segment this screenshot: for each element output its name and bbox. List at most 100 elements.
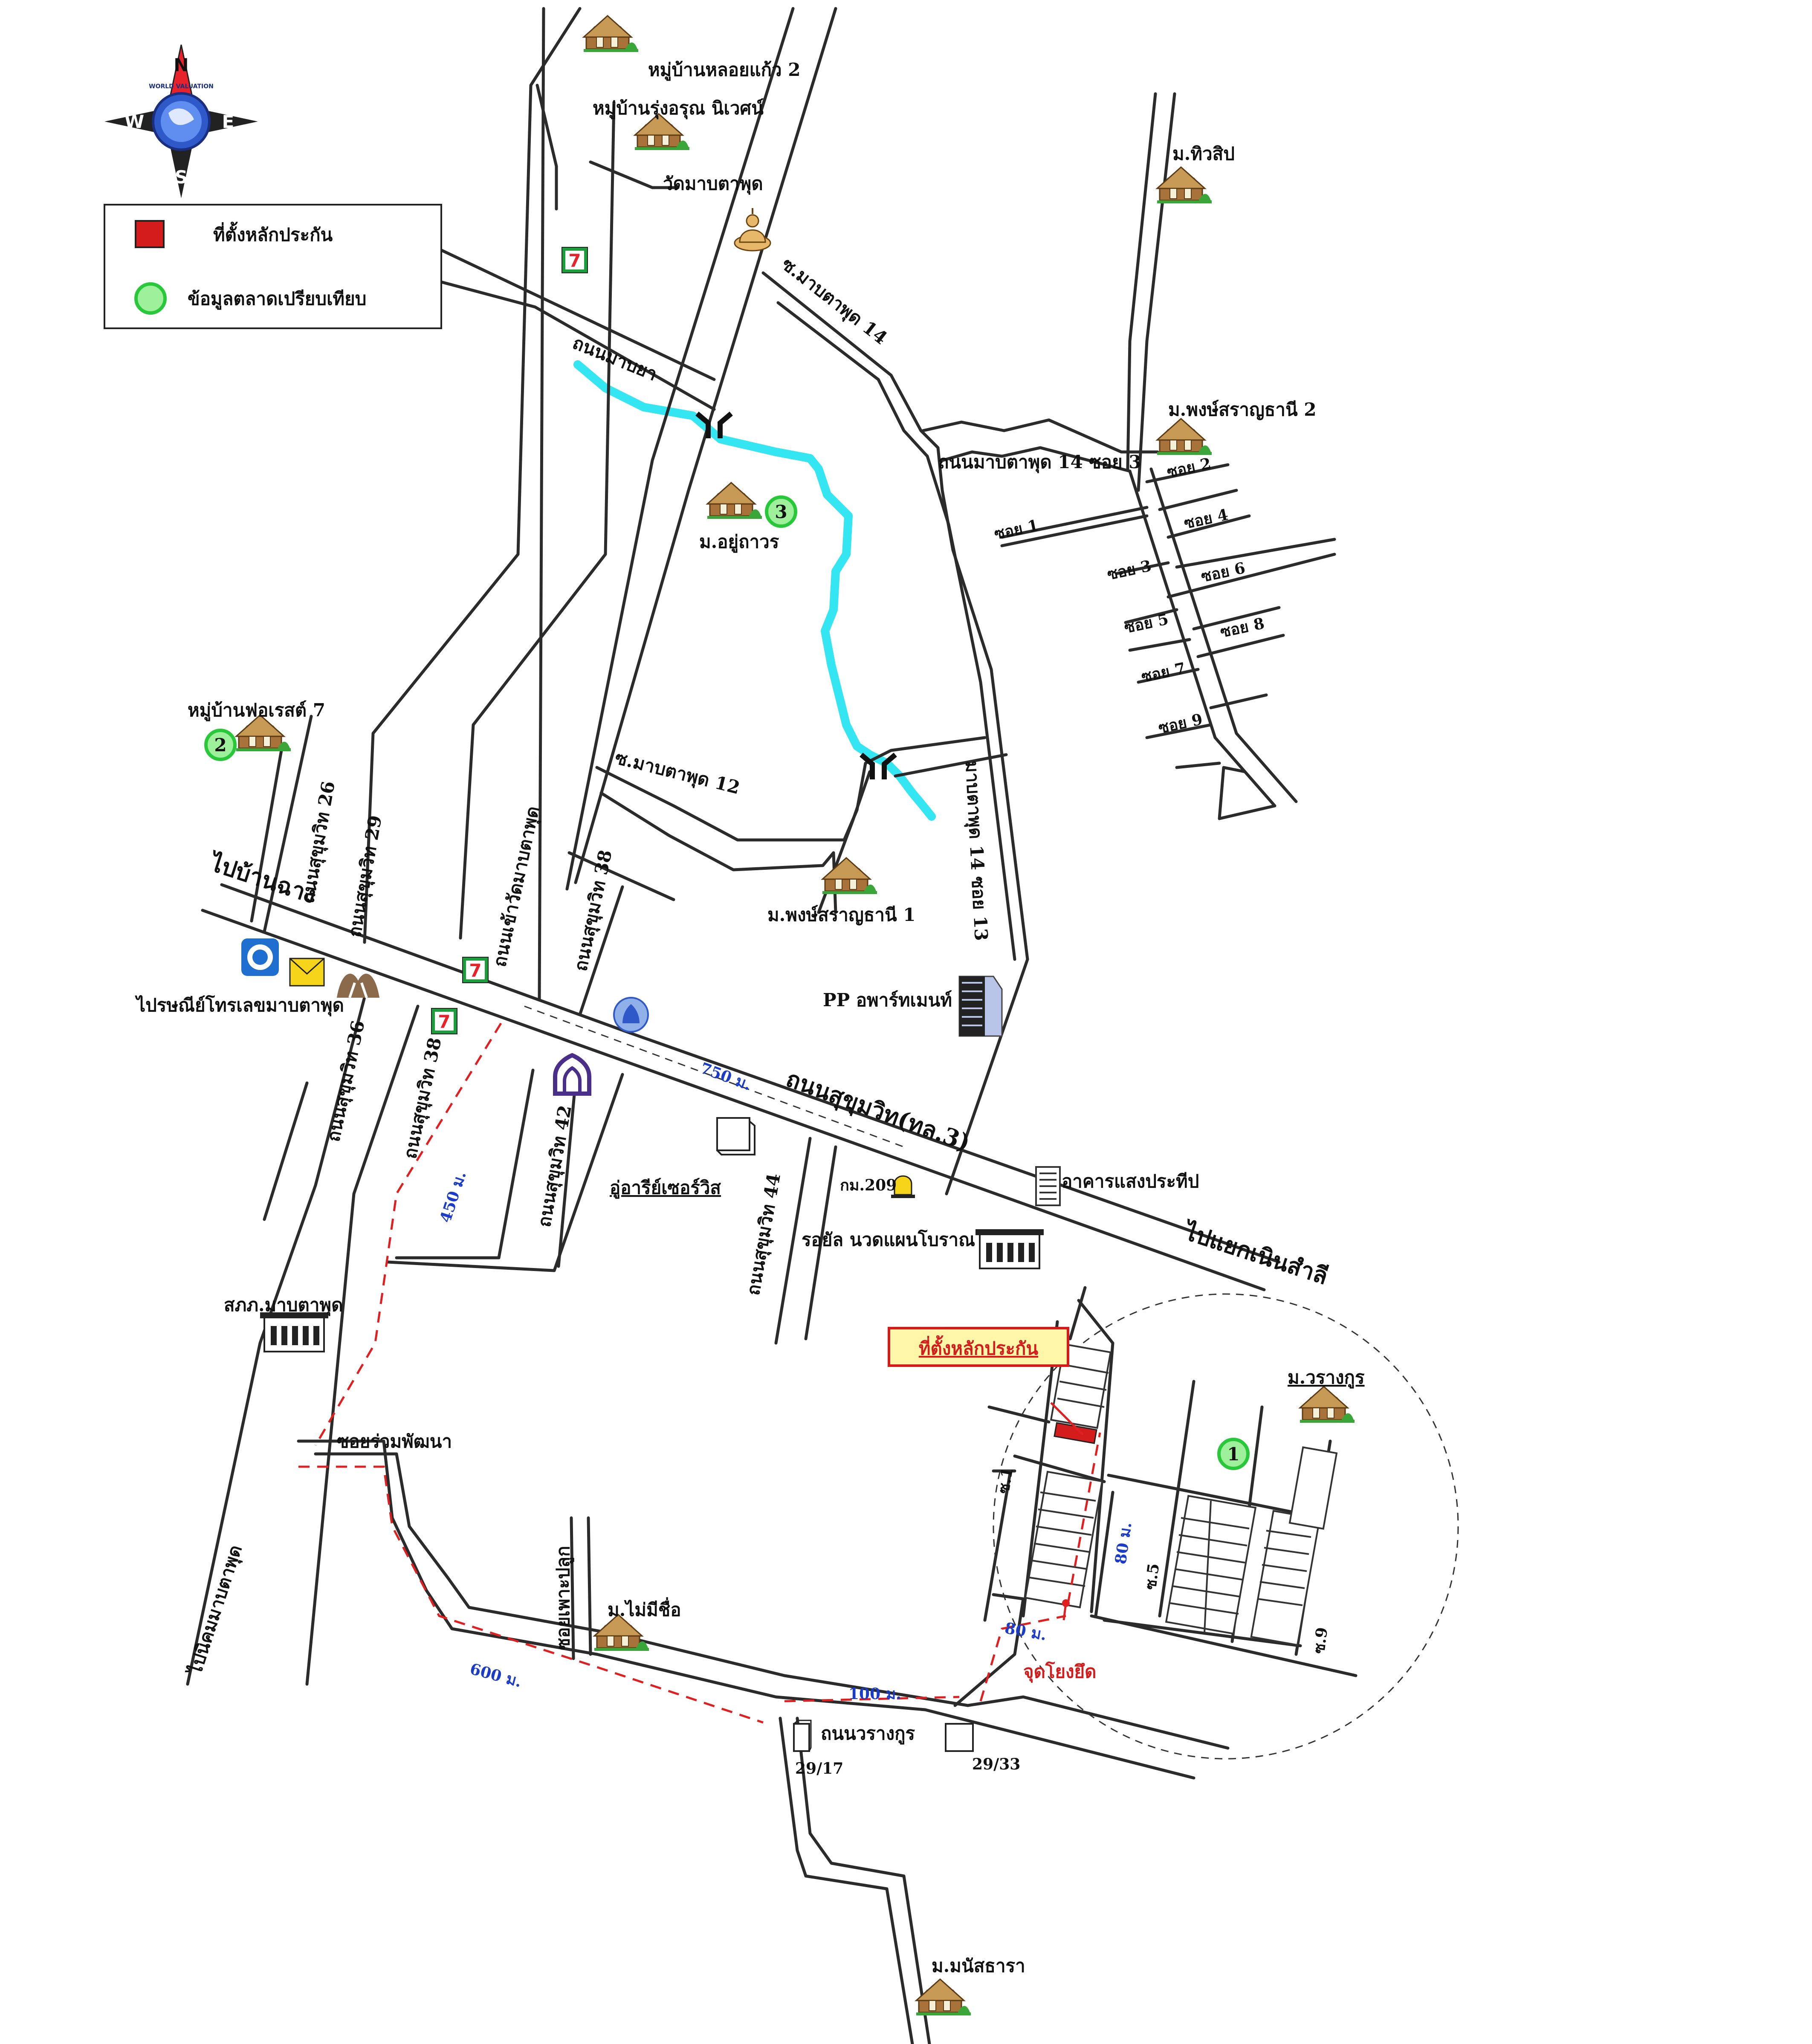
house-icon [706, 482, 763, 520]
label-temple: วัดมาบตาพุด [663, 173, 763, 195]
label-road: ซ.มาบตาพุด 12 [613, 747, 742, 799]
label-village: ม.ไม่มีชื่อ [608, 1597, 681, 1620]
label-road: ถนนมาบยา [570, 332, 660, 385]
svg-text:ที่ตั้งหลักประกัน: ที่ตั้งหลักประกัน [919, 1335, 1039, 1359]
legend-market-label: ข้อมูลตลาดเปรียบเทียบ [188, 288, 366, 310]
house-icon [1299, 1386, 1355, 1424]
label-road: ถนนสุขุมวิท 36 [323, 1019, 370, 1144]
label-distance: 80 ม. [1112, 1521, 1135, 1565]
label-road: ไปแยกเนินสำลี [1179, 1217, 1332, 1290]
label-apartment: PP อพาร์ทเมนท์ [823, 990, 952, 1010]
apartment-icon [958, 976, 1003, 1037]
house-icon [1156, 418, 1213, 456]
house-icon [583, 15, 639, 53]
seven-eleven-icon [562, 247, 588, 273]
telecom-logo-icon [337, 973, 379, 998]
label-soi: ซอย 3 [1106, 557, 1153, 584]
compass-n: N [174, 55, 188, 75]
label-village: หมู่บ้านรุ่งอรุณ นิเวศน์ [593, 98, 764, 119]
label-road: ถนนสุขุมวิท 44 [743, 1172, 785, 1297]
map-labels: หมู่บ้านหลอยแก้ว 2 หมู่บ้านรุ่งอรุณ นิเว… [135, 59, 1365, 1976]
label-km: กม.209 [840, 1176, 897, 1194]
label-road: ถนนสุขุมวิท 38 [570, 848, 617, 973]
label-distance: 450 ม. [437, 1169, 470, 1225]
label-road: ถนนมาบตาพุด 14 ซอย 3 [938, 452, 1141, 473]
label-road: ถนนเข้าวัดมาบตาพุด [489, 804, 544, 969]
compass-icon: N S E W WORLD VALUATION [104, 44, 258, 198]
label-police: สภภ.มาบตาพุด [224, 1294, 343, 1316]
label-post: ไปรษณีย์โทรเลขมาบตาพุด [135, 995, 344, 1016]
river [573, 360, 936, 821]
compass-w: W [124, 111, 144, 132]
distance-lines [298, 1005, 1101, 1724]
scb-bank-icon [553, 1053, 591, 1096]
label-soi: ซอย 9 [1157, 710, 1204, 737]
compass-e: E [222, 111, 234, 132]
collateral-callout: ที่ตั้งหลักประกัน [888, 1327, 1069, 1367]
massage-shop-icon [975, 1228, 1045, 1269]
compass-ring: WORLD VALUATION [149, 83, 214, 90]
svg-text:3: 3 [775, 501, 787, 522]
house-icon [822, 857, 878, 895]
legend: ที่ตั้งหลักประกัน ข้อมูลตลาดเปรียบเทียบ [104, 204, 442, 329]
label-house-2917: 29/17 [795, 1760, 843, 1778]
label-road: มาบตาพุด 14 ซอย 13 [961, 760, 992, 941]
label-village: หมู่บ้านฟอเรสต์ 7 [188, 700, 325, 721]
label-distance: 100 ม. [848, 1685, 901, 1703]
svg-text:1: 1 [1227, 1444, 1239, 1465]
label-road: ถนนสุขุมวิท(ทล.3) [782, 1065, 974, 1158]
label-village: ม.มนัสธารา [932, 1955, 1025, 1976]
bank-icon [241, 938, 279, 976]
label-distance: 750 ม. [698, 1059, 754, 1094]
label-village: หมู่บ้านหลอยแก้ว 2 [648, 59, 801, 81]
label-house-2933: 29/33 [972, 1755, 1020, 1773]
label-road: ถนนสุขุมวิท 42 [534, 1103, 576, 1229]
collateral-area-circle [993, 1293, 1459, 1760]
label-soi: ซอย 5 [1123, 610, 1170, 637]
seven-eleven-icon [431, 1008, 457, 1034]
fire-station-logo-icon [613, 997, 649, 1033]
label-road: ซ.5 [1141, 1562, 1163, 1591]
office-building-icon [1035, 1166, 1061, 1206]
label-soi: ซอย 7 [1140, 659, 1187, 686]
estate-lots [1024, 1343, 1338, 1646]
post-icon [289, 958, 325, 987]
label-road: ซ.9 [1310, 1626, 1331, 1655]
garage-icon [716, 1117, 755, 1155]
label-road: ถนนสุขุมวิท 29 [344, 814, 387, 939]
label-soi: ซอย 8 [1219, 614, 1266, 641]
label-village: ม.พงษ์สราญธานี 1 [767, 904, 916, 926]
police-station-icon [259, 1312, 329, 1352]
label-soi: ซอย 2 [1165, 455, 1213, 481]
market-marker-2: 2 [204, 729, 237, 761]
road-network [186, 7, 1358, 2044]
compass-s: S [175, 167, 188, 188]
house-icon [634, 113, 690, 151]
svg-text:2: 2 [214, 735, 226, 756]
market-marker-1: 1 [1217, 1438, 1250, 1470]
label-village: ม.ทิวสิป [1172, 143, 1235, 164]
temple-icon [734, 208, 771, 252]
label-road: ถนนสุขุมวิท 38 [399, 1036, 446, 1161]
label-road: ซอยเพาะปลูก [553, 1546, 574, 1650]
house-icon [915, 1978, 972, 2016]
label-road: ไปนิคมมาบตาพุด [184, 1542, 247, 1679]
label-village: ม.อยู่ถาวร [699, 531, 779, 553]
seven-eleven-icon [462, 957, 489, 983]
label-garage: อู่อารีย์เซอร์วิส [610, 1177, 721, 1199]
label-office: อาคารแสงประทีป [1062, 1171, 1199, 1192]
label-road: ซอยร่วมพัฒนา [337, 1431, 452, 1452]
label-distance: 600 ม. [468, 1660, 524, 1691]
label-village: ม.วรางกูร [1288, 1367, 1365, 1389]
label-village: ม.พงษ์สราญธานี 2 [1168, 399, 1317, 420]
collateral-legend-swatch [135, 220, 165, 248]
legend-collateral-label: ที่ตั้งหลักประกัน [213, 221, 333, 245]
label-road: ซ.มาบตาพุด 14 [777, 253, 892, 349]
collateral-lot [1054, 1422, 1097, 1444]
label-massage: รอยัล นวดแผนโบราณ [802, 1229, 975, 1250]
label-road: ถนนวรางกูร [821, 1723, 915, 1745]
label-distance: 80 ม. [1003, 1619, 1048, 1644]
market-marker-3: 3 [765, 495, 797, 528]
km-marker-icon [891, 1175, 915, 1198]
